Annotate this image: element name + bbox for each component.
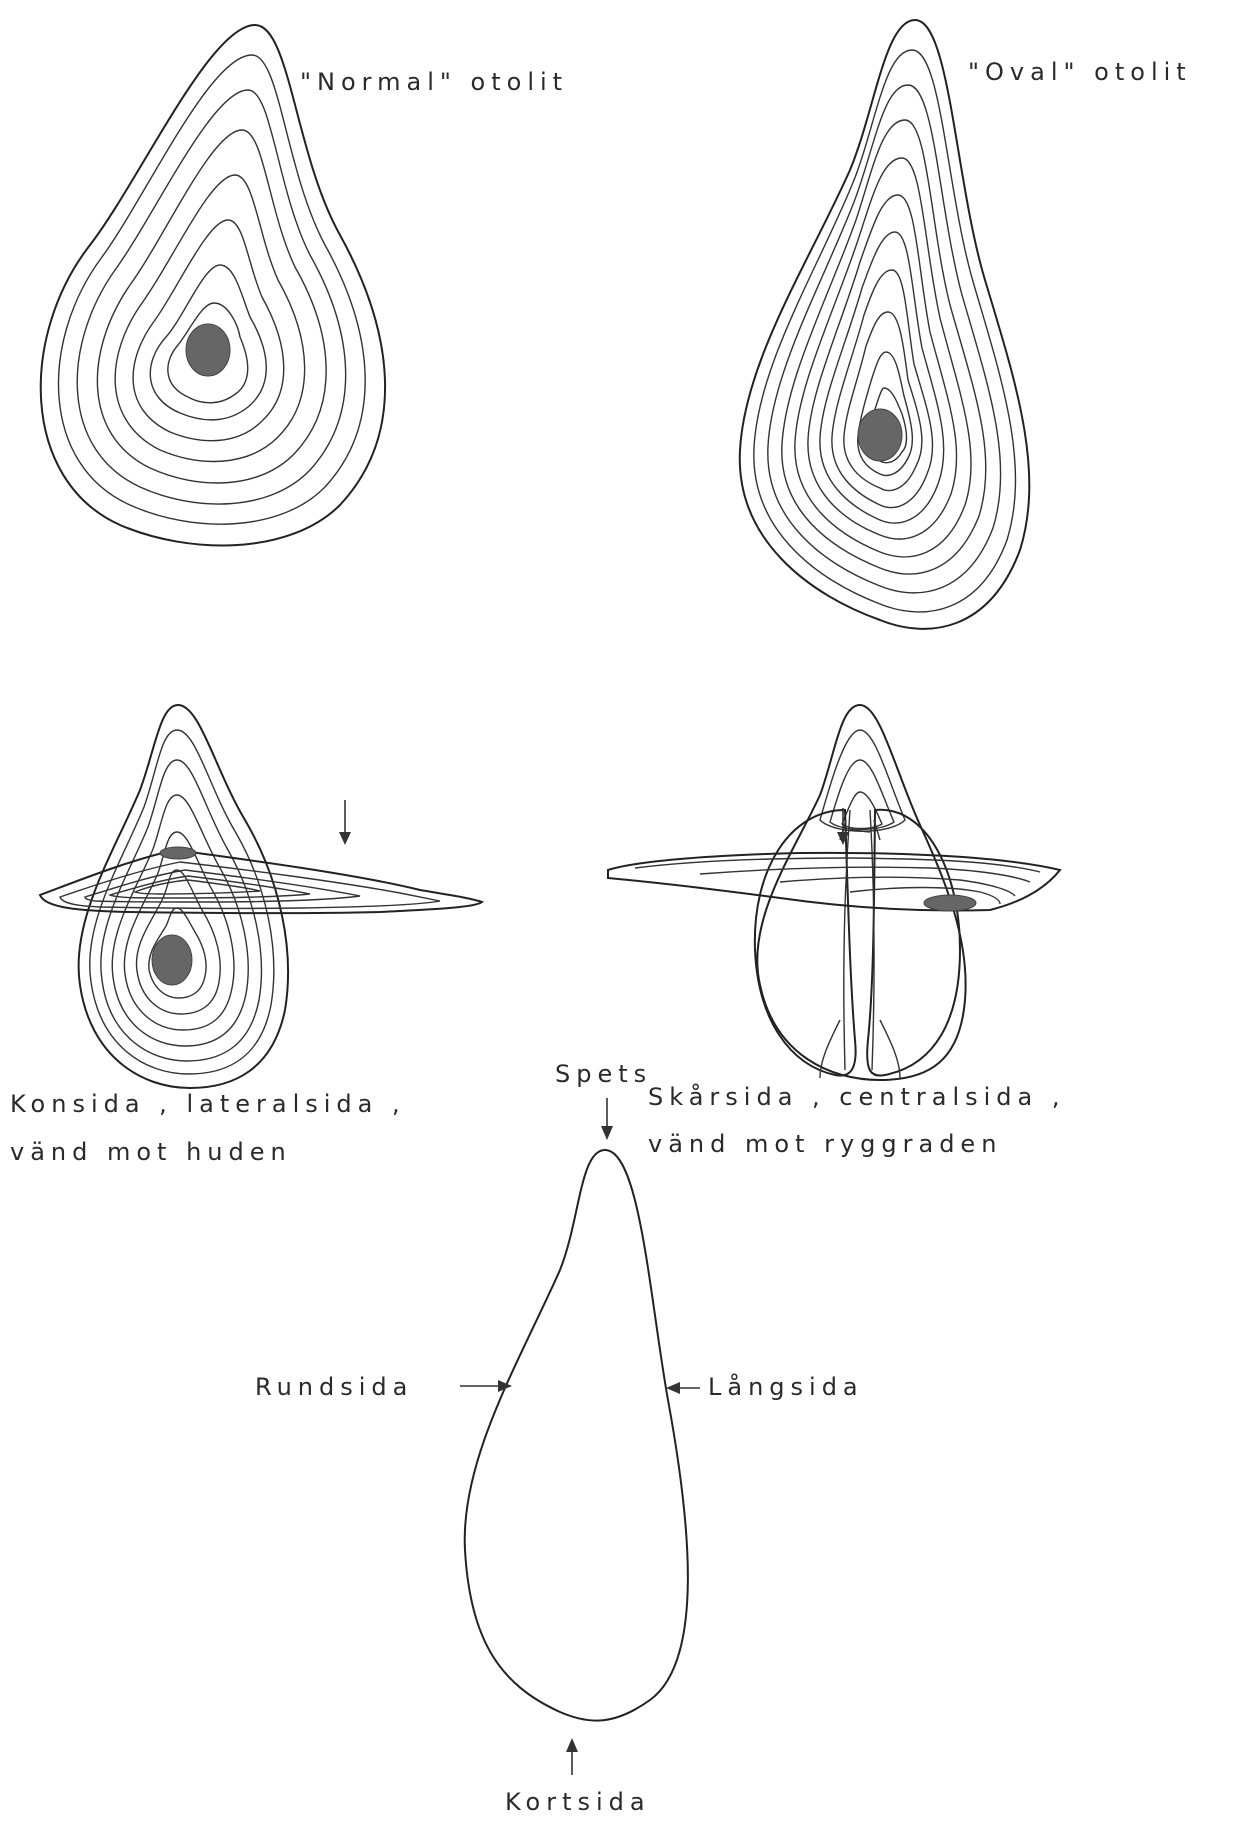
konsida-nucleus (152, 935, 192, 985)
kortsida-arrow (566, 1738, 578, 1775)
skarsida-sideview (608, 853, 1060, 911)
langsida-arrow (666, 1382, 700, 1394)
oval-nucleus (858, 409, 902, 461)
normal-otolith-label: "Normal" otolit (300, 68, 568, 96)
konsida-label-line1: Konsida , lateralsida , (10, 1090, 406, 1118)
outline-otolith (465, 1150, 688, 1721)
rundsida-label: Rundsida (255, 1373, 413, 1401)
normal-otolith (41, 25, 385, 545)
oval-otolith-label: "Oval" otolit (968, 58, 1192, 86)
langsida-label: Långsida (708, 1373, 864, 1401)
skarsida-label-line2: vänd mot ryggraden (648, 1130, 1002, 1158)
skarsida-label-line1: Skårsida , centralsida , (648, 1083, 1065, 1111)
konsida-label-line2: vänd mot huden (10, 1138, 292, 1166)
spets-arrow (601, 1098, 613, 1140)
huden-arrow (339, 800, 351, 845)
kortsida-label: Kortsida (505, 1788, 651, 1816)
konsida-sideview (40, 847, 482, 913)
normal-nucleus (186, 324, 230, 376)
oval-otolith (740, 20, 1030, 629)
spets-label: Spets (555, 1060, 652, 1088)
skarsida-otolith (755, 705, 966, 1080)
